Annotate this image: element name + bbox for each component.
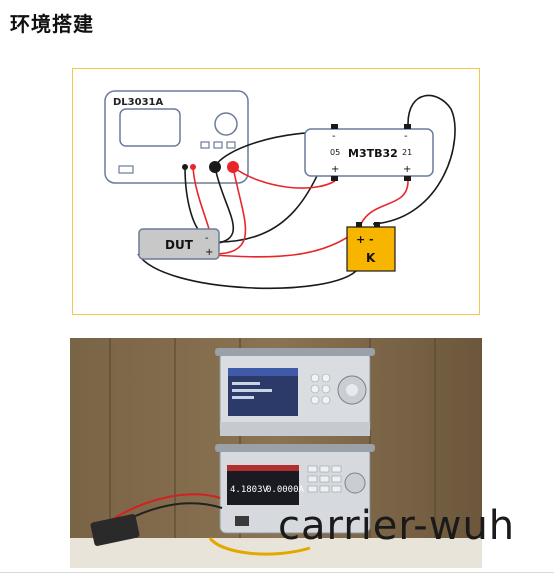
load-terminal-minus [209, 161, 221, 173]
page-title: 环境搭建 [10, 12, 94, 36]
relay-label: M3TB32 [348, 147, 398, 160]
load-power-switch [118, 165, 134, 174]
wiring-diagram: DL3031A [72, 68, 480, 315]
bench-photo-svg: 4.1803V 0.0000A [70, 338, 482, 568]
load-knob [214, 112, 238, 136]
dut-label: DUT [165, 238, 194, 252]
bottom-divider [0, 572, 554, 573]
supply-polarity: + - [356, 233, 374, 246]
relay-bottom-left-sign: + [331, 164, 339, 175]
load-sense-plus [190, 164, 196, 170]
load-sense-minus [182, 164, 188, 170]
voltage-readout: 4.1803V [230, 485, 269, 495]
watermark-text: carrier-wuh [278, 503, 516, 549]
supply-pin-plus [356, 222, 362, 227]
dut-box [138, 228, 220, 260]
bottom-instrument-screen [227, 465, 299, 505]
load-key-1 [200, 141, 210, 149]
relay-right-pin: 21 [402, 148, 412, 157]
relay-bottom-right-sign: + [403, 164, 411, 175]
supply-pin-minus [374, 222, 380, 227]
relay-pin-top-right [404, 124, 411, 129]
dut-device [90, 514, 140, 546]
load-key-3 [226, 141, 236, 149]
load-terminal-plus [227, 161, 239, 173]
load-screen [119, 108, 181, 147]
relay-top-left-sign: - [332, 131, 336, 142]
load-outline [104, 90, 249, 184]
relay-pin-bottom-left [331, 176, 338, 181]
wiring-diagram-svg: DL3031A [104, 90, 456, 290]
dut-plus: + [205, 247, 213, 258]
relay-left-pin: 05 [330, 148, 340, 157]
current-readout: 0.0000A [266, 485, 305, 495]
supply-label: K [366, 251, 376, 265]
relay-outline [304, 128, 434, 177]
dut-minus: - [205, 233, 209, 244]
bench-photo: 4.1803V 0.0000A [70, 338, 482, 568]
supply-box [346, 226, 396, 272]
relay-pin-bottom-right [404, 176, 411, 181]
load-key-2 [213, 141, 223, 149]
load-label: DL3031A [113, 97, 164, 108]
relay-top-right-sign: - [404, 131, 408, 142]
relay-pin-top-left [331, 124, 338, 129]
